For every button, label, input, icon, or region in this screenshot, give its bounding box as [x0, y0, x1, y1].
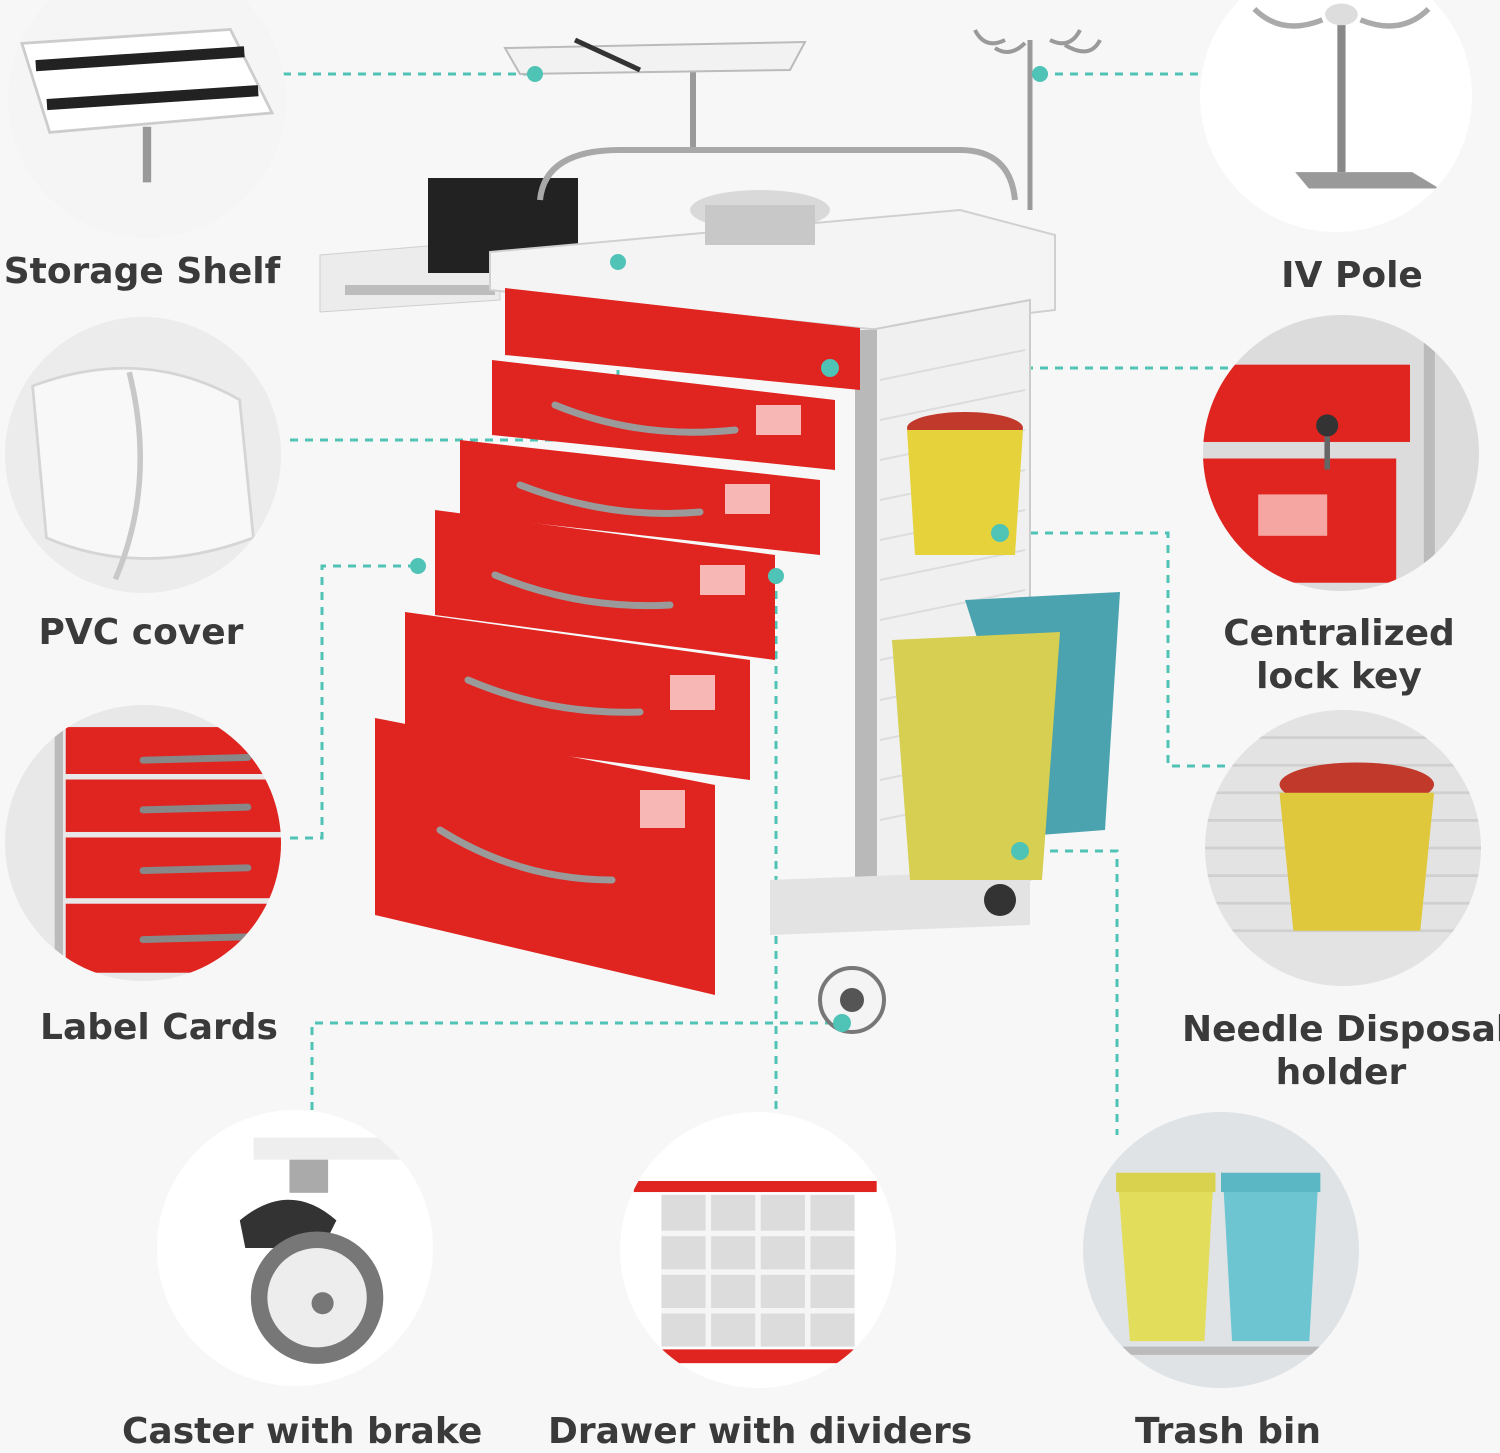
trash-bins-drawing	[892, 592, 1120, 916]
caster-with-brake-label: Caster with brake	[122, 1411, 483, 1452]
needle-disposal-holder-label: Needle Disposal holder	[1182, 1008, 1500, 1094]
caster-with-brake-circle	[157, 1110, 433, 1386]
centralized-lock-key-line1: Centralized	[1223, 613, 1455, 654]
centralized-lock-key-label: Centralized lock key	[1204, 612, 1474, 698]
lock-keyhole	[821, 359, 839, 377]
side-pull-out-shelf	[319, 178, 578, 313]
trash-bin-circle	[1083, 1112, 1359, 1388]
centralized-lock-key-circle	[1203, 315, 1479, 591]
top-storage-tray	[503, 37, 807, 150]
cart-top	[489, 147, 1056, 332]
iv-pole-circle	[1200, 0, 1472, 232]
drawer-5	[375, 718, 715, 995]
drawer-2	[460, 440, 820, 555]
needle-disposal-line1: Needle Disposal	[1182, 1009, 1500, 1050]
iv-pole-label: IV Pole	[1281, 255, 1423, 296]
leader-pvc-cover	[290, 262, 620, 442]
lock-drawer	[505, 288, 860, 390]
pvc-cover-circle	[5, 317, 281, 593]
centralized-lock-key-line2: lock key	[1256, 656, 1422, 697]
leader-trash-bin	[1020, 849, 1119, 1135]
drawer-with-dividers-circle	[620, 1112, 896, 1388]
needle-disposal-drawing	[907, 412, 1023, 555]
label-cards-circle	[5, 705, 281, 981]
drawer-with-dividers-label: Drawer with dividers	[548, 1411, 973, 1452]
drawer-1	[492, 360, 835, 470]
needle-disposal-holder-circle	[1205, 710, 1481, 986]
label-cards-label: Label Cards	[40, 1007, 278, 1048]
storage-shelf-label: Storage Shelf	[3, 251, 281, 292]
drawers	[375, 288, 860, 995]
leader-label-cards	[290, 564, 418, 840]
leader-caster	[310, 1021, 842, 1110]
storage-shelf-circle	[8, 0, 286, 238]
drawer-handles	[436, 401, 739, 884]
pvc-cover-label: PVC cover	[38, 612, 244, 653]
leader-dots	[410, 66, 1048, 584]
casters-drawing	[818, 966, 886, 1034]
drawer-3	[435, 510, 775, 660]
iv-pole-drawing	[973, 29, 1102, 210]
needle-disposal-line2: holder	[1275, 1052, 1407, 1093]
drawer-4	[405, 612, 750, 780]
drawer-label-cards	[640, 405, 801, 828]
trash-bin-label: Trash bin	[1135, 1411, 1321, 1452]
